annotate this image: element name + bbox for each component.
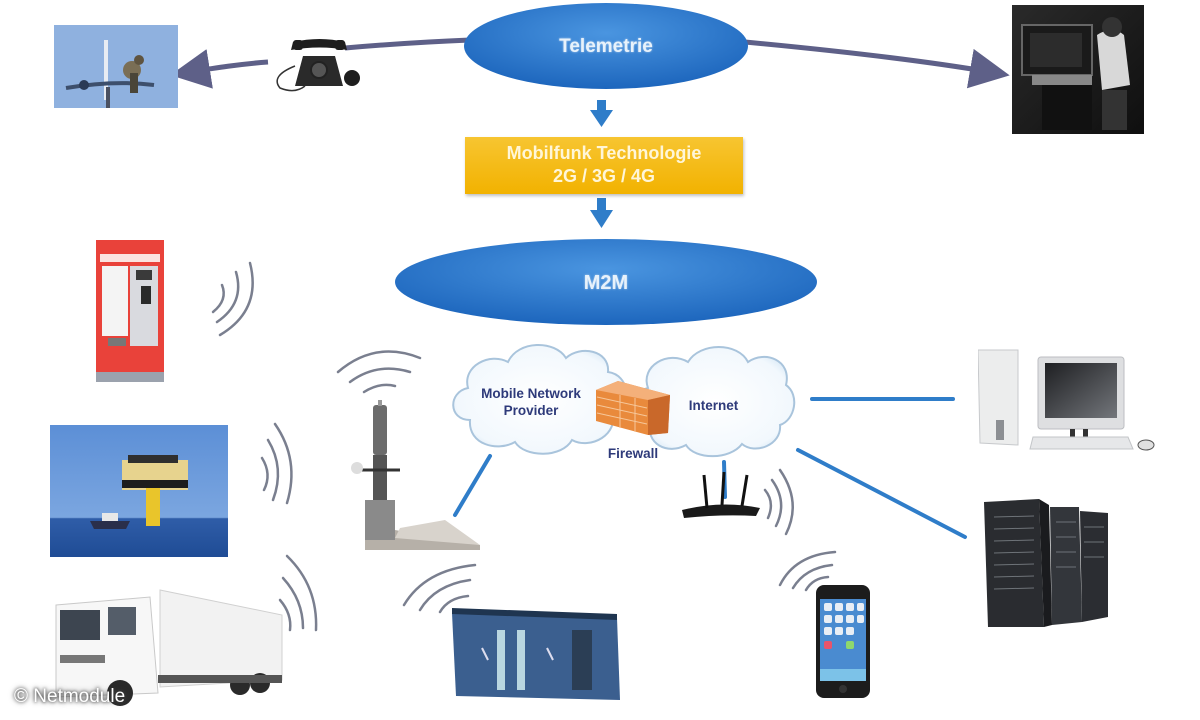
mobile-network-label-line1: Mobile Network xyxy=(481,386,581,401)
ticket-machine-icon xyxy=(96,240,164,382)
mobile-network-provider-label: Mobile Network Provider xyxy=(466,385,596,419)
copyright-credit: © Netmodule xyxy=(14,686,126,707)
arrow-to-weather-station xyxy=(344,37,471,51)
operator-terminal-icon xyxy=(1021,17,1130,130)
cell-tower-icon xyxy=(351,400,480,550)
wireless-waves-truck xyxy=(278,554,318,632)
offshore-platform-icon xyxy=(90,455,188,529)
firewall-label: Firewall xyxy=(607,446,659,461)
mobile-network-cloud xyxy=(452,344,627,455)
server-rack-icon xyxy=(984,499,1108,627)
mobile-network-label-line2: Provider xyxy=(503,403,559,418)
internet-label: Internet xyxy=(688,398,739,413)
wireless-waves-plc xyxy=(402,563,477,614)
firewall-icon xyxy=(596,381,670,435)
arrow-down-telemetrie-to-tech xyxy=(590,100,613,127)
wireless-waves-ticket-machine xyxy=(211,261,254,337)
arrow-phone-to-weather-station xyxy=(170,49,269,89)
plc-controller-icon xyxy=(452,608,620,700)
operator-terminal-image xyxy=(1012,5,1144,134)
arrow-to-operator-terminal xyxy=(744,39,1010,89)
weather-station-image xyxy=(54,25,178,108)
arrow-down-tech-to-m2m xyxy=(590,198,613,228)
mobile-technology-title: Mobilfunk Technologie xyxy=(506,143,702,163)
wireless-waves-smartphone xyxy=(778,550,837,592)
telemetrie-node xyxy=(464,3,748,89)
telemetrie-label: Telemetrie xyxy=(559,36,653,57)
wireless-waves-platform xyxy=(260,422,293,505)
mobile-technology-generations: 2G / 3G / 4G xyxy=(552,166,656,186)
m2m-label: M2M xyxy=(583,272,629,294)
smartphone-icon xyxy=(816,585,870,698)
truck-icon xyxy=(55,589,283,706)
desktop-pc-icon xyxy=(978,349,1155,451)
internet-cloud xyxy=(633,346,796,458)
weather-station-icon xyxy=(65,40,155,108)
router-icon xyxy=(682,471,760,518)
m2m-node xyxy=(395,239,817,325)
wireless-waves-router xyxy=(763,468,794,536)
link-tower-to-mobile-network xyxy=(453,454,492,517)
wireless-waves-tower xyxy=(336,350,422,394)
telephone-icon xyxy=(276,39,360,92)
link-internet-to-servers xyxy=(796,448,967,539)
offshore-platform-image xyxy=(50,425,228,557)
mobile-technology-box: Mobilfunk Technologie 2G / 3G / 4G xyxy=(465,137,743,194)
